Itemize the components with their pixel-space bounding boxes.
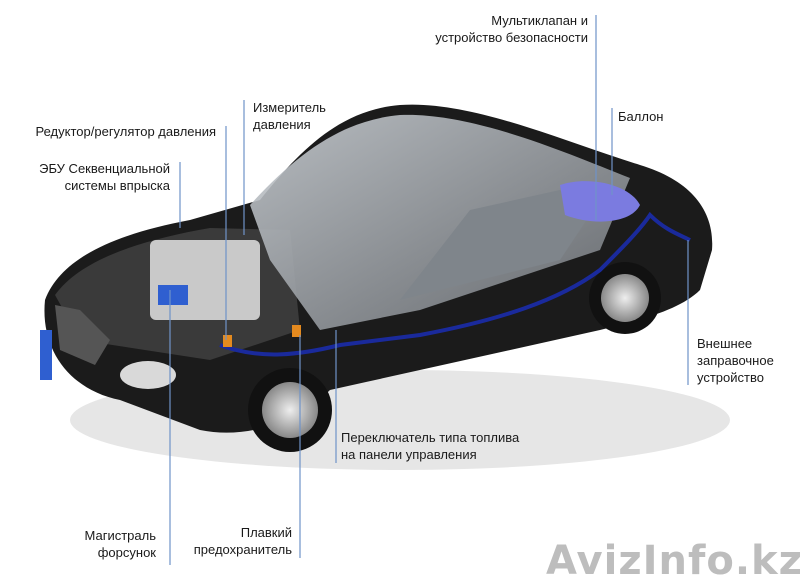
label-line: ЭБУ Секвенциальной — [39, 161, 170, 176]
label-line: системы впрыска — [64, 178, 170, 193]
fuse — [292, 325, 301, 337]
leader-lines — [169, 15, 689, 565]
label-line: устройство безопасности — [435, 30, 588, 45]
rear-rim — [601, 274, 649, 322]
label-multivalve: Мультиклапан и устройство безопасности — [380, 12, 588, 46]
label-reducer: Редуктор/регулятор давления — [0, 123, 216, 140]
label-injector-rail: Магистраль форсунок — [40, 527, 156, 561]
grille — [55, 305, 110, 365]
headlight — [120, 361, 176, 389]
front-rim — [262, 382, 318, 438]
label-line: на панели управления — [341, 447, 477, 462]
label-line: давления — [253, 117, 311, 132]
label-line: Мультиклапан и — [491, 13, 588, 28]
label-line: форсунок — [97, 545, 156, 560]
label-line: устройство — [697, 370, 764, 385]
side-window — [400, 190, 590, 300]
label-line: заправочное — [697, 353, 774, 368]
glass-cabin — [250, 114, 630, 330]
label-line: Магистраль — [84, 528, 156, 543]
label-pressure-gauge: Измеритель давления — [253, 99, 326, 133]
label-fuse: Плавкий предохранитель — [170, 524, 292, 558]
label-line: Переключатель типа топлива — [341, 430, 520, 445]
pressure-gauge — [223, 335, 232, 347]
license-plate — [40, 330, 52, 380]
label-ecu: ЭБУ Секвенциальной системы впрыска — [0, 160, 170, 194]
gas-tank — [560, 181, 640, 222]
watermark: AvizInfo.kz — [546, 538, 800, 584]
label-line: Редуктор/регулятор давления — [35, 124, 216, 139]
label-tank: Баллон — [618, 108, 664, 125]
engine — [150, 240, 260, 320]
label-line: Внешнее — [697, 336, 753, 351]
injector-rail — [158, 285, 188, 305]
label-fuel-switch: Переключатель типа топлива на панели упр… — [341, 429, 519, 463]
label-line: предохранитель — [193, 542, 292, 557]
label-filler: Внешнее заправочное устройство — [697, 335, 774, 386]
fuel-line — [219, 211, 691, 357]
label-line: Плавкий — [240, 525, 292, 540]
label-line: Баллон — [618, 109, 664, 124]
label-line: Измеритель — [253, 100, 326, 115]
